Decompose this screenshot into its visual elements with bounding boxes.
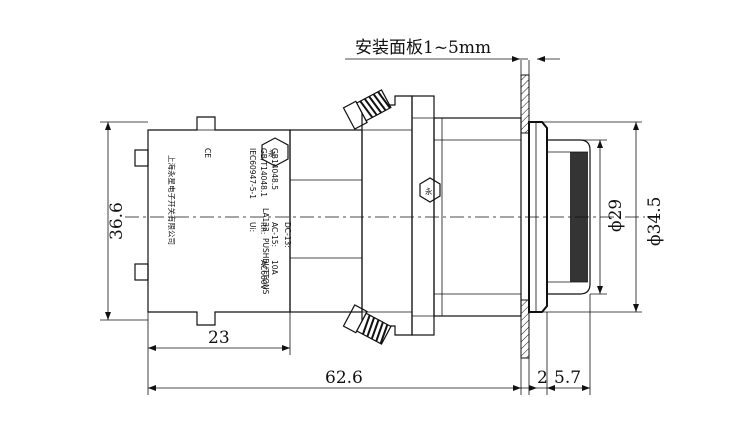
rating-current: 10A — [270, 260, 279, 276]
panel-top — [520, 74, 530, 134]
rating-ui: Ui: — [248, 222, 257, 232]
ce-mark: CE — [203, 148, 212, 158]
svg-text:永: 永 — [425, 186, 433, 196]
svg-text:永: 永 — [268, 148, 276, 158]
mounting-panel — [520, 60, 530, 395]
rating-ac15: AC-15: — [270, 222, 279, 247]
rating-voltage: AC660V — [259, 260, 268, 291]
body-labels: IEC60947-5-1 GB/T14048.1 GB14048.5 CE 上海… — [167, 148, 292, 295]
panel-bottom — [520, 299, 530, 359]
model-number: LA133 — [261, 208, 270, 232]
dim-head-diameter: ϕ29 — [547, 139, 626, 295]
barrel-body — [433, 117, 522, 317]
panel-note: 安装面板1~5mm — [345, 38, 560, 62]
terminal-top-left — [134, 149, 149, 167]
bracket-plate — [411, 95, 435, 336]
brand-logo-1: 永 — [261, 137, 289, 167]
rating-dc13: DC-13: — [283, 222, 292, 248]
manufacturer: 上海永星电子开关有限公司 — [167, 155, 177, 245]
dim-body-width-value: 23 — [208, 328, 230, 348]
dim-height-value: 36.6 — [107, 202, 127, 240]
button-head — [546, 139, 591, 295]
dim-overall-value: 62.6 — [325, 368, 363, 388]
dim-bezel-diameter: ϕ34.5 — [542, 121, 665, 313]
rating-ith: Ith: — [259, 222, 268, 234]
dim-head-diameter-value: ϕ29 — [606, 199, 626, 232]
brand-logo-2: 永 — [419, 177, 441, 203]
panel-arrow-left — [512, 56, 520, 62]
std-line-1: IEC60947-5-1 — [248, 148, 257, 199]
screw-bottom — [342, 304, 392, 345]
bracket-frame — [361, 95, 413, 336]
screw-top — [342, 89, 392, 130]
dim-bezel-diameter-value: ϕ34.5 — [645, 197, 665, 246]
dim-head-length: 5.7 — [554, 368, 581, 388]
mounting-bracket — [361, 95, 435, 336]
contact-second-block — [289, 129, 363, 313]
product-type: PUSHBUTTONS — [261, 238, 270, 295]
std-line-3: GB14048.5 — [270, 148, 279, 190]
dim-height: 36.6 — [100, 121, 148, 321]
dim-bezel-thickness: 2 — [537, 368, 548, 388]
button-cap-shading — [570, 152, 588, 282]
std-line-2: GB/T14048.1 — [259, 148, 268, 197]
dim-overall: 62.6 2 5.7 — [148, 294, 591, 395]
terminal-bottom-left — [134, 263, 149, 281]
panel-note-text: 安装面板1~5mm — [355, 38, 491, 58]
barrel — [433, 117, 522, 317]
button-cap — [546, 139, 591, 295]
dim-body-width: 23 — [147, 312, 291, 395]
